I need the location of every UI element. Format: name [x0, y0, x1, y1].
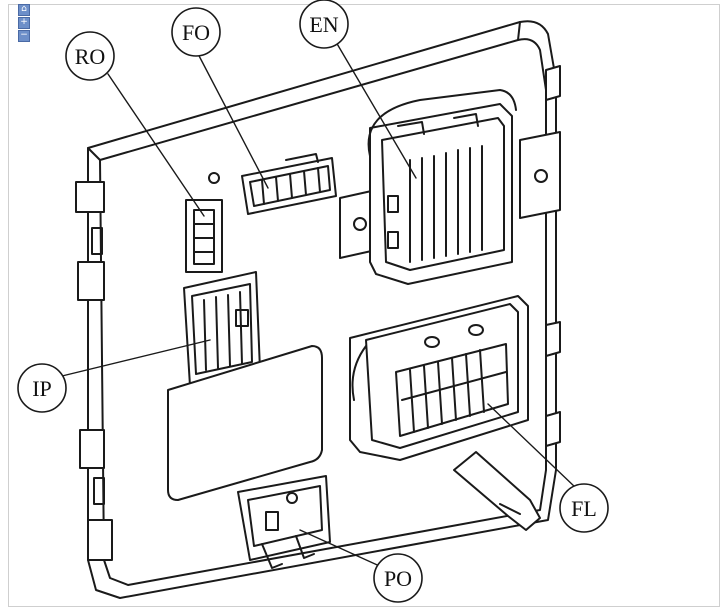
svg-text:RO: RO	[75, 44, 106, 69]
svg-text:FL: FL	[571, 496, 597, 521]
callouts: RO FO EN IP FL PO	[17, 0, 609, 603]
callout-en: EN	[299, 0, 349, 49]
svg-text:PO: PO	[384, 566, 412, 591]
zoom-out-button[interactable]: −	[18, 30, 30, 42]
zoom-in-button[interactable]: +	[18, 17, 30, 29]
zoom-controls: ⌂ + −	[18, 4, 30, 43]
callout-fl: FL	[559, 483, 609, 533]
left-mounting-tabs	[75, 181, 113, 561]
callout-ro: RO	[65, 31, 115, 81]
connector-ro	[185, 172, 223, 273]
leader-lines	[61, 41, 577, 569]
harness-clip	[453, 451, 541, 531]
svg-text:FO: FO	[182, 20, 210, 45]
label-plate	[167, 345, 323, 501]
svg-text:IP: IP	[32, 376, 52, 401]
connector-po	[237, 475, 331, 569]
diagram-frame	[8, 4, 720, 607]
connector-ip	[183, 271, 261, 387]
connector-fo	[241, 153, 337, 215]
home-icon[interactable]: ⌂	[18, 4, 30, 16]
svg-text:EN: EN	[309, 12, 338, 37]
connector-fl	[349, 295, 529, 461]
callout-ip: IP	[17, 363, 67, 413]
connector-en	[339, 89, 517, 285]
callout-fo: FO	[171, 7, 221, 57]
callout-po: PO	[373, 553, 423, 603]
right-mounting-tabs	[519, 65, 561, 447]
